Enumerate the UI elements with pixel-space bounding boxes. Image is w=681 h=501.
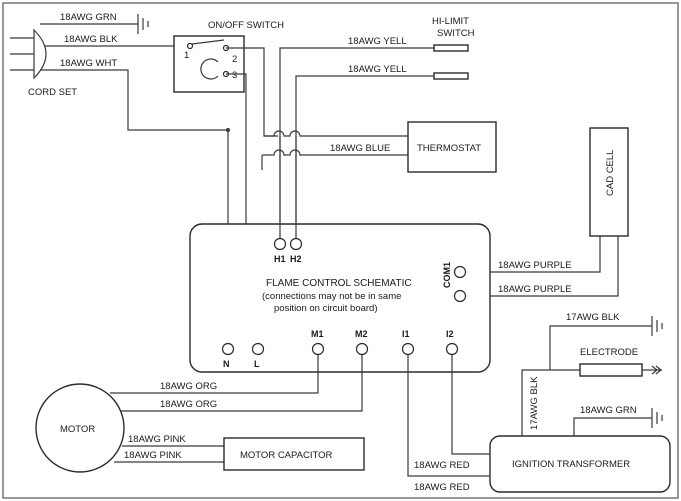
wire-cad-purple-1-label: 18AWG PURPLE <box>498 260 572 271</box>
terminal-m1-label: M1 <box>311 329 324 339</box>
switch-label: ON/OFF SWITCH <box>208 20 284 31</box>
wire-thermostat-upper <box>264 130 408 137</box>
wire-ignition-red-2-label: 18AWG RED <box>414 482 470 493</box>
wire-electrode-blk <box>549 325 652 370</box>
cord-set: CORD SET <box>10 28 77 98</box>
motor-capacitor: MOTOR CAPACITOR <box>223 437 365 471</box>
ignition-transformer-box <box>489 435 671 493</box>
switch-knob <box>200 58 219 80</box>
terminal-i1-label: I1 <box>402 329 410 339</box>
thermostat-box <box>407 121 497 173</box>
hilimit-terminal-2 <box>433 72 469 80</box>
wire-electrode-blk-label: 17AWG BLK <box>566 312 620 323</box>
wire-hilimit-yell-2-label: 18AWG YELL <box>348 64 407 75</box>
terminal-h2 <box>289 237 303 251</box>
motor-capacitor-box <box>223 437 365 471</box>
wire-ignition-grn <box>573 417 652 436</box>
motor: MOTOR <box>35 383 125 473</box>
switch-body <box>173 35 245 93</box>
terminal-i2-label: I2 <box>446 329 454 339</box>
thermostat-label: THERMOSTAT <box>417 143 481 154</box>
electrode-label: ELECTRODE <box>580 347 638 358</box>
motor-label: MOTOR <box>60 424 95 435</box>
hilimit-terminal-1 <box>433 44 469 52</box>
wire-motor-org-2-label: 18AWG ORG <box>160 399 217 410</box>
motor-capacitor-label: MOTOR CAPACITOR <box>240 450 333 461</box>
wire-ignition-red-1-label: 18AWG RED <box>414 460 470 471</box>
control-board-note-2: position on circuit board) <box>274 303 378 314</box>
switch-pin-2: 2 <box>232 54 237 65</box>
wire-ignition-red-1 <box>451 355 490 455</box>
terminal-com1-label: COM1 <box>442 262 452 288</box>
wire-ignition-grn-label: 18AWG GRN <box>580 405 637 416</box>
terminal-h2-label: H2 <box>290 254 302 264</box>
terminal-h1 <box>273 237 287 251</box>
motor-body <box>35 383 125 473</box>
wire-cord-blk-label: 18AWG BLK <box>64 34 118 45</box>
terminal-l-label: L <box>254 359 260 369</box>
wire-motor-org-1 <box>110 355 319 394</box>
wire-motor-pink-1-label: 18AWG PINK <box>128 434 186 445</box>
wire-cord-grn-label: 18AWG GRN <box>60 12 117 23</box>
wire-motor-org-2 <box>120 355 363 412</box>
cord-set-label: CORD SET <box>28 87 77 98</box>
ignition-transformer-label: IGNITION TRANSFORMER <box>512 459 630 470</box>
terminal-i2 <box>445 342 459 356</box>
ground-symbol-electrode <box>651 316 663 336</box>
cad-cell-body <box>589 127 629 237</box>
wire-cord-wht <box>40 69 228 131</box>
wire-thermostat-blue-label: 18AWG BLUE <box>330 143 390 154</box>
terminal-n-label: N <box>223 359 230 369</box>
terminal-l <box>251 342 265 356</box>
cad-cell: CAD CELL <box>589 127 629 237</box>
terminal-h1-label: H1 <box>274 254 286 264</box>
hi-limit-switch: HI-LIMIT SWITCH <box>432 16 475 80</box>
terminal-n <box>221 342 235 356</box>
control-board-title: FLAME CONTROL SCHEMATIC <box>266 278 412 289</box>
wire-motor-org-1-label: 18AWG ORG <box>160 381 217 392</box>
wire-ignition-red-2 <box>407 355 490 477</box>
hilimit-label-2: SWITCH <box>437 28 475 39</box>
terminal-m1 <box>311 342 325 356</box>
flame-control-board: FLAME CONTROL SCHEMATIC (connections may… <box>189 223 491 373</box>
wire-cad-purple-1 <box>466 236 601 273</box>
hilimit-label-1: HI-LIMIT <box>432 16 469 27</box>
terminal-m2 <box>355 342 369 356</box>
wire-cad-purple-2-label: 18AWG PURPLE <box>498 284 572 295</box>
wire-motor-pink-2-label: 18AWG PINK <box>124 450 182 461</box>
terminal-com1-upper <box>453 265 467 279</box>
terminal-m2-label: M2 <box>355 329 368 339</box>
switch-pin-3: 3 <box>232 70 237 81</box>
cad-cell-label: CAD CELL <box>605 150 616 196</box>
ground-symbol-transformer <box>651 408 663 428</box>
terminal-i1 <box>401 342 415 356</box>
thermostat: THERMOSTAT <box>407 121 497 173</box>
ignition-transformer: IGNITION TRANSFORMER <box>489 435 671 493</box>
electrode-spark <box>651 365 658 375</box>
wire-hilimit-yell-1-label: 18AWG YELL <box>348 36 407 47</box>
switch-pin-1: 1 <box>184 50 189 61</box>
switch-contact-1 <box>186 42 194 50</box>
electrode: ELECTRODE <box>579 347 662 377</box>
wire-cord-wht-label: 18AWG WHT <box>60 58 117 69</box>
terminal-com1-lower <box>453 289 467 303</box>
control-board-outline <box>189 223 491 373</box>
control-board-note-1: (connections may not be in same <box>262 291 401 302</box>
wire-ignition-blk <box>521 369 580 436</box>
switch-lever <box>191 39 225 45</box>
ground-symbol-cord <box>137 14 149 34</box>
wire-thermostat-blue <box>262 149 408 156</box>
on-off-switch: ON/OFF SWITCH 1 2 3 <box>173 20 284 93</box>
wire-ignition-blk-label: 17AWG BLK <box>529 376 540 430</box>
wire-cad-purple-2 <box>466 236 619 297</box>
electrode-body <box>579 363 643 377</box>
plug-body <box>33 28 47 80</box>
